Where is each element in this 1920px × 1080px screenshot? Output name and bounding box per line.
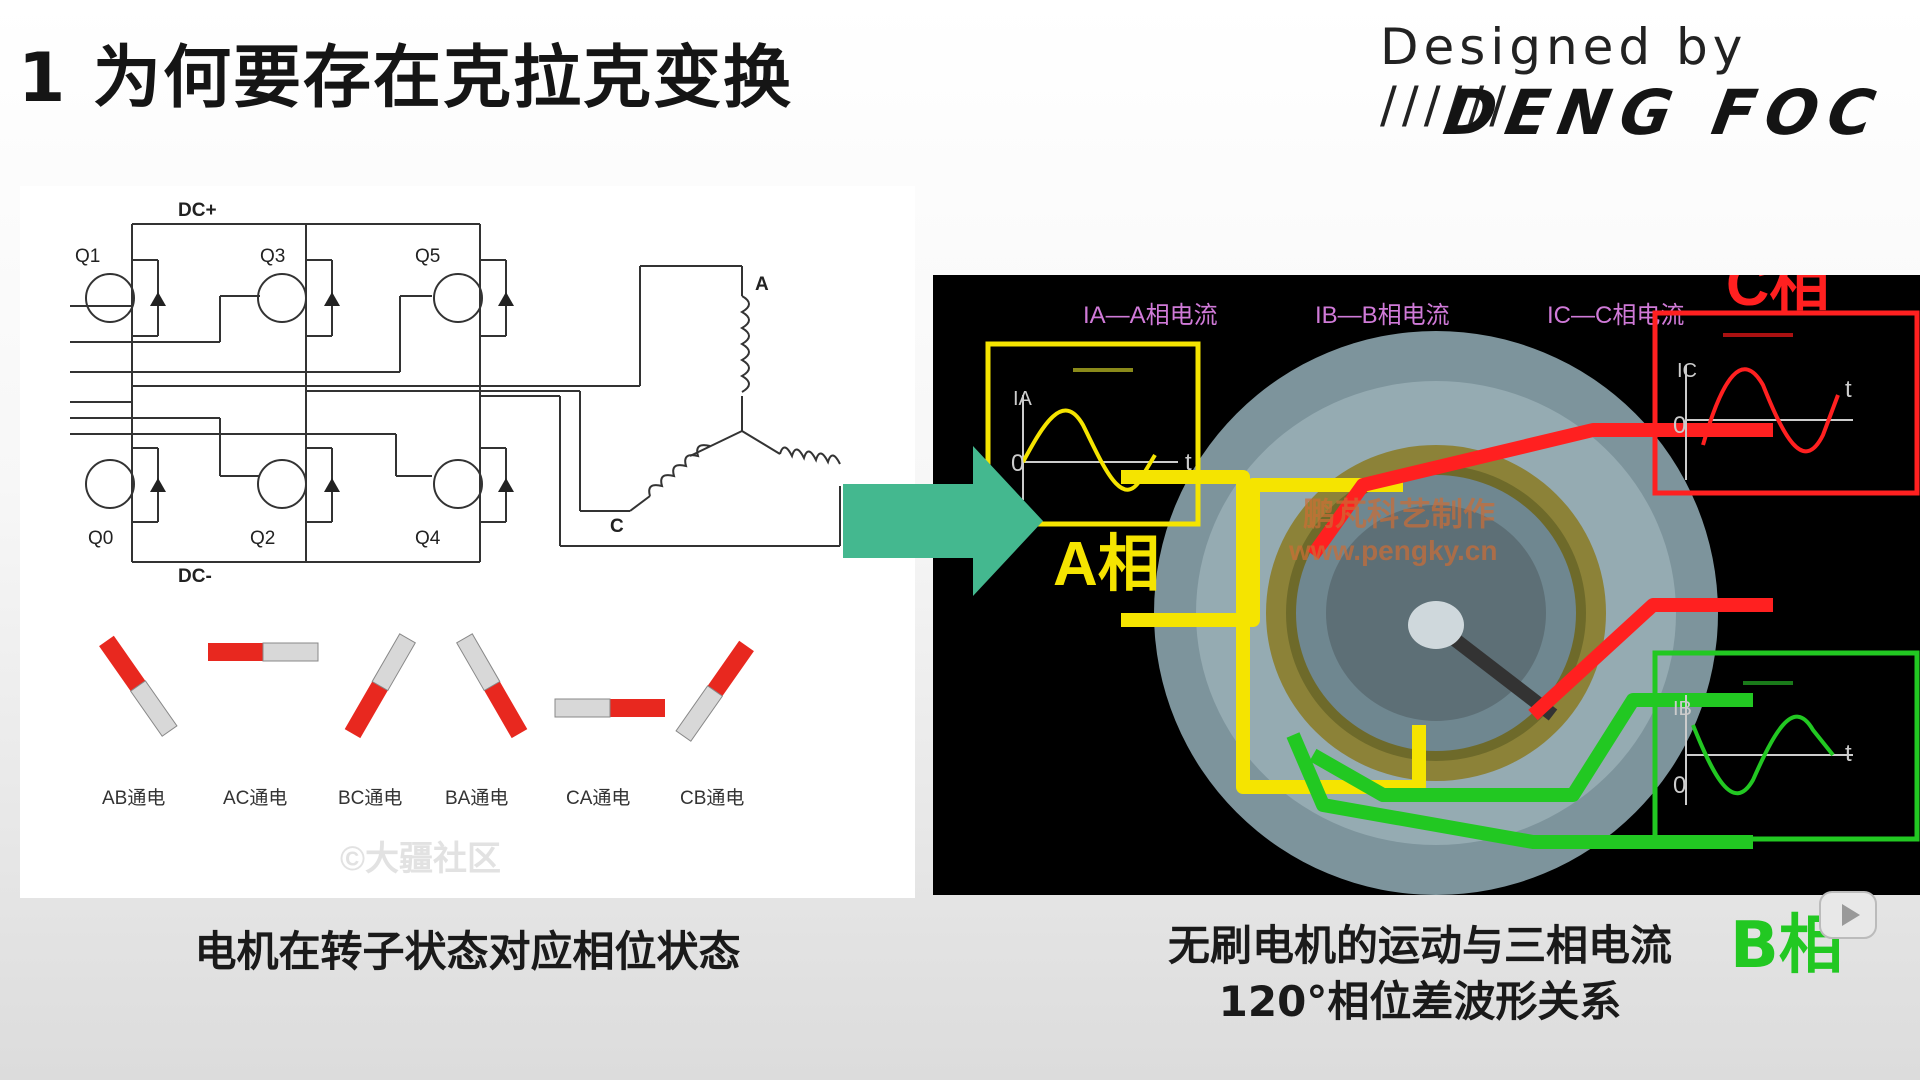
transistor-label: Q4 (415, 528, 441, 549)
play-icon[interactable] (1816, 882, 1880, 946)
bldc-motor-animation: IA—A相电流 IB—B相电流 IC—C相电流 鹏芃科艺制作 ww (933, 275, 1920, 895)
axis-t: t (1845, 376, 1852, 403)
phase-b-waveform-box: 0 t IB (1652, 650, 1920, 842)
transistor-label: Q5 (415, 246, 440, 267)
transistor-label: Q2 (250, 528, 275, 549)
legend-ib: IB—B相电流 (1315, 302, 1450, 329)
coil-label-c: C (610, 516, 624, 537)
magnet-label: BC通电 (338, 787, 402, 809)
phase-c-waveform-box: 0 t IC (1652, 310, 1920, 496)
magnet-cb (675, 640, 754, 742)
phase-a-label: A相 (1053, 530, 1160, 599)
magnet-ba (456, 633, 528, 739)
logo-line2: DENG FOC (1438, 76, 1891, 149)
transistor-label: Q0 (88, 528, 113, 549)
axis-t: t (1845, 740, 1852, 767)
legend-ia: IA—A相电流 (1083, 302, 1218, 329)
magnet-label: CB通电 (680, 787, 744, 809)
magnet-ca (554, 698, 665, 718)
right-caption-line1: 无刷电机的运动与三相电流 (1167, 921, 1672, 970)
dc-minus-label: DC- (178, 566, 212, 587)
right-caption: 无刷电机的运动与三相电流 120°相位差波形关系 (1040, 918, 1800, 1030)
coil-label-a: A (755, 274, 769, 295)
transistor-label: Q3 (260, 246, 285, 267)
left-caption: 电机在转子状态对应相位状态 (194, 927, 741, 976)
axis-ib: IB (1673, 698, 1692, 720)
motor-watermark-url: www.pengky.cn (1288, 535, 1497, 566)
axis-zero: 0 (1673, 772, 1686, 799)
inverter-circuit-diagram: DC+ DC- Q1 Q3 Q5 Q0 Q2 Q4 A C (70, 200, 841, 878)
right-caption-line2: 120°相位差波形关系 (1218, 977, 1622, 1026)
phase-c-label: C相 (1726, 275, 1829, 318)
motor-watermark-title: 鹏芃科艺制作 (1303, 496, 1495, 532)
axis-t: t (1185, 449, 1192, 476)
logo-line1: Designed by ////// (1380, 18, 1748, 134)
magnet-label: AB通电 (102, 787, 165, 809)
inverter-circuit-figure: DC+ DC- Q1 Q3 Q5 Q0 Q2 Q4 A C (20, 186, 915, 898)
watermark-text: ©大疆社区 (340, 840, 501, 878)
magnet-ac (208, 642, 319, 662)
slide-title: 1 为何要存在克拉克变换 (18, 39, 793, 118)
axis-zero: 0 (1011, 450, 1024, 477)
magnet-label: BA通电 (445, 787, 508, 809)
axis-zero: 0 (1673, 412, 1686, 439)
dc-plus-label: DC+ (178, 200, 217, 221)
axis-ia: IA (1013, 388, 1033, 410)
green-arrow-icon (843, 446, 1043, 596)
designer-logo: Designed by ////// DENG FOC (1380, 14, 1900, 149)
magnet-bc (344, 633, 416, 739)
motor-diagram: IA—A相电流 IB—B相电流 IC—C相电流 鹏芃科艺制作 ww (985, 275, 1920, 895)
transistor-label: Q1 (75, 246, 100, 267)
axis-ic: IC (1677, 360, 1697, 382)
magnet-ab (99, 635, 178, 737)
magnet-label: AC通电 (223, 787, 287, 809)
magnet-label: CA通电 (566, 787, 630, 809)
phase-a-waveform-box: 0 t IA (985, 341, 1201, 527)
